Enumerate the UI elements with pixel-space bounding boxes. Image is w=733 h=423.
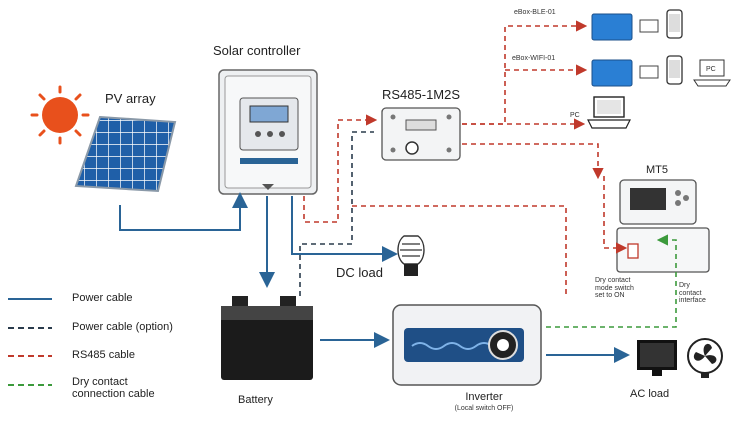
dry-contact-switch-label: Dry contact mode switch set to ON [595,277,634,300]
bulb-icon [397,235,425,276]
ebox-wifi-label: eBox-WIFI-01 [512,55,556,62]
inverter-sub-label: (Local switch OFF) [454,405,514,412]
tv-icon [637,340,677,376]
rs485-label: RS485-1M2S [382,87,461,102]
dry-contact-cable [546,234,677,328]
legend-power-cable-option: Power cable (option) [72,321,173,333]
laptop-icon [587,96,631,129]
ebox-icon [591,13,659,41]
rs485-hub-to-ble [462,20,588,125]
pc-top-label: PC [706,66,716,73]
rs485-icon [381,107,461,161]
solar-panel-icon [74,115,177,193]
dc-load-label: DC load [336,265,383,280]
dry-contact-module [616,227,710,273]
rs485-controller-to-dry-contact [352,205,567,296]
monitor-icon [619,179,697,225]
ebox-icon [591,59,659,87]
laptop-icon [693,59,731,87]
inverter-label: Inverter [465,391,503,403]
pv-array-label: PV array [105,91,156,106]
phone-icon [666,9,683,39]
controller-icon [218,69,318,195]
fan-icon [687,338,723,378]
mt5-label: MT5 [646,164,668,176]
legend-lines [8,298,52,386]
battery-icon [221,296,313,380]
controller-to-dcload-cable [291,196,398,262]
ac-load-label: AC load [630,388,670,400]
optional-power-cable [299,131,374,296]
legend-rs485-cable: RS485 cable [72,349,135,361]
solar-controller-label: Solar controller [213,43,301,58]
rs485-mt5-to-module [603,176,628,254]
dry-contact-interface-label: Dry contact interface [679,282,706,305]
ebox-ble-label: eBox-BLE-01 [514,9,556,16]
pv-to-controller-cable [119,192,248,231]
sun-icon [30,85,90,145]
phone-icon [666,55,683,85]
rs485-controller-to-hub [303,114,378,223]
battery-label: Battery [238,394,273,406]
legend-power-cable: Power cable [72,292,133,304]
pc-mid-label: PC [570,112,580,119]
rs485-hub-to-mt5 [462,143,604,180]
legend-dry-contact-cable: Dry contact connection cable [72,376,155,401]
inverter-icon [392,304,542,386]
